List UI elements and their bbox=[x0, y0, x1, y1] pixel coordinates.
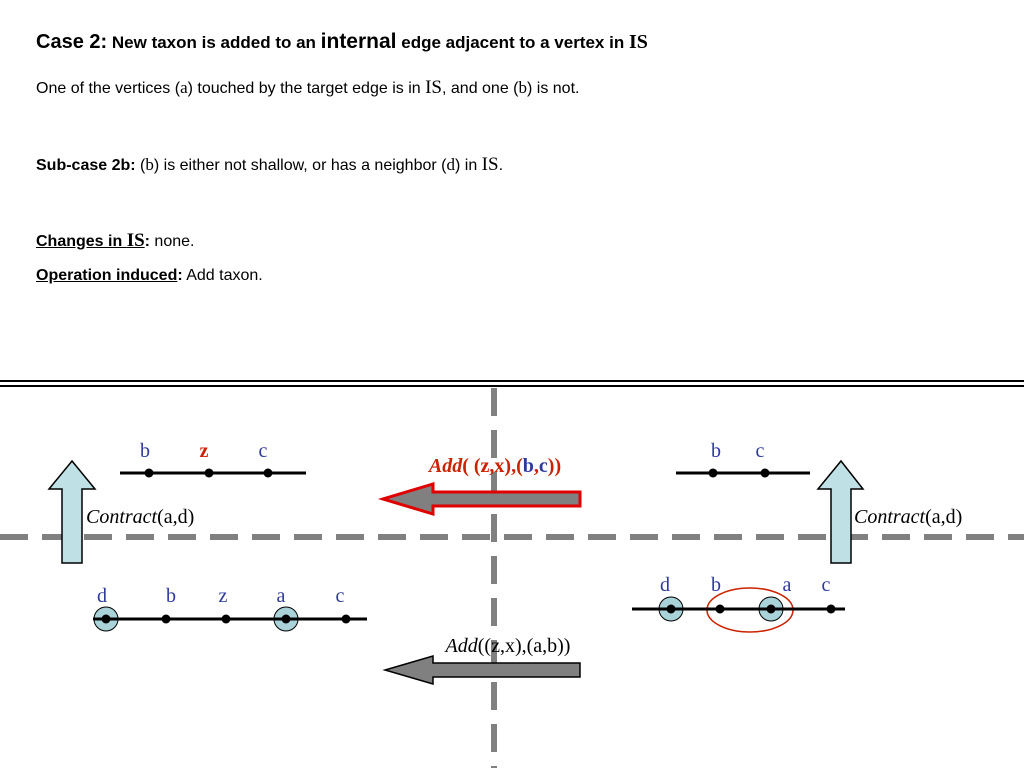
title-internal: internal bbox=[320, 30, 397, 53]
slide-title: Case 2: New taxon is added to an interna… bbox=[36, 30, 648, 54]
sentence-part4: ) is not. bbox=[527, 80, 580, 97]
top-left-label-c: c bbox=[259, 440, 268, 462]
changes-is: IS bbox=[126, 230, 145, 251]
sentence-is: IS bbox=[425, 77, 442, 98]
changes-line: Changes in IS: none. bbox=[36, 230, 194, 252]
top-left-vertex-b bbox=[144, 468, 154, 478]
contract-right-label: Contract(a,d) bbox=[854, 506, 962, 528]
add-top-comma: , bbox=[534, 455, 539, 477]
bottom-left-label-d: d bbox=[97, 585, 107, 607]
changes-value: none. bbox=[149, 233, 195, 250]
sentence-part2: ) touched by the target edge is in bbox=[187, 80, 426, 97]
bottom-left-tree: d b z a c bbox=[93, 585, 367, 632]
bottom-left-vertex-b bbox=[161, 614, 171, 624]
bottom-left-vertex-d bbox=[101, 614, 111, 624]
bottom-right-vertex-c bbox=[826, 604, 836, 614]
bottom-left-label-a: a bbox=[277, 585, 286, 607]
bottom-right-vertex-a bbox=[766, 604, 776, 614]
top-left-label-z: z bbox=[200, 440, 209, 462]
contract-left-label: Contract(a,d) bbox=[86, 506, 194, 528]
changes-colon: : bbox=[144, 233, 150, 250]
subcase-part2: ) is either not shallow, or has a neighb… bbox=[153, 157, 447, 174]
operation-label: Operation induced bbox=[36, 267, 178, 284]
contract-right-fn: Contract bbox=[854, 506, 926, 528]
bottom-right-vertex-b bbox=[715, 604, 725, 614]
add-top-c: c bbox=[539, 455, 548, 477]
top-right-label-c: c bbox=[756, 440, 765, 462]
bottom-left-vertex-c bbox=[341, 614, 351, 624]
bottom-right-label-d: d bbox=[660, 574, 670, 596]
add-top-close: )) bbox=[548, 455, 561, 477]
bottom-right-label-c: c bbox=[822, 574, 831, 596]
subcase-part1: ( bbox=[135, 157, 146, 174]
sentence-b: b bbox=[518, 78, 528, 97]
top-right-label-b: b bbox=[711, 440, 721, 462]
add-top-label: Add( (z,x),(b,c)) bbox=[427, 455, 561, 477]
add-bottom-args: ((z,x),(a,b)) bbox=[478, 635, 571, 657]
subcase-line: Sub-case 2b: (b) is either not shallow, … bbox=[36, 154, 503, 176]
contract-left-args: (a,d) bbox=[157, 506, 194, 528]
add-top-open: ( (z,x),( bbox=[462, 455, 523, 477]
top-left-tree: b z c bbox=[120, 440, 306, 478]
title-part1: New taxon is added to an bbox=[111, 33, 321, 52]
top-left-label-b: b bbox=[140, 440, 150, 462]
subcase-d: d bbox=[446, 155, 455, 174]
sentence-a: a bbox=[180, 78, 188, 97]
bottom-right-label-a: a bbox=[783, 574, 792, 596]
operation-colon: : bbox=[177, 267, 183, 284]
sentence-part3: , and one ( bbox=[442, 80, 519, 97]
description-sentence: One of the vertices (a) touched by the t… bbox=[36, 77, 579, 99]
bottom-right-label-b: b bbox=[711, 574, 721, 596]
sentence-part1: One of the vertices ( bbox=[36, 80, 181, 97]
slide-text: Case 2: New taxon is added to an interna… bbox=[0, 0, 1024, 380]
right-up-arrow bbox=[816, 459, 865, 564]
left-up-arrow bbox=[47, 459, 97, 564]
add-top-b: b bbox=[523, 455, 534, 477]
bottom-right-vertex-d bbox=[666, 604, 676, 614]
contract-left-fn: Contract bbox=[86, 506, 158, 528]
title-is: IS bbox=[628, 31, 648, 53]
subcase-label: Sub-case 2b: bbox=[36, 157, 136, 174]
top-right-vertex-b bbox=[708, 468, 718, 478]
add-bottom-label: Add((z,x),(a,b)) bbox=[444, 635, 571, 657]
top-left-vertex-c bbox=[263, 468, 273, 478]
contract-right-args: (a,d) bbox=[925, 506, 962, 528]
add-bottom-fn: Add bbox=[444, 635, 479, 657]
subcase-part4: . bbox=[498, 157, 504, 174]
bottom-left-vertex-a bbox=[281, 614, 291, 624]
add-top-left-arrow bbox=[377, 481, 582, 517]
title-part2: edge adjacent to a vertex in bbox=[396, 33, 629, 52]
top-left-vertex-z bbox=[204, 468, 214, 478]
subcase-is: IS bbox=[481, 154, 499, 175]
add-top-fn: Add bbox=[427, 455, 463, 477]
operation-line: Operation induced: Add taxon. bbox=[36, 267, 263, 285]
bottom-left-label-b: b bbox=[166, 585, 176, 607]
top-right-tree: b c bbox=[676, 440, 810, 478]
subcase-part3: ) in bbox=[454, 157, 482, 174]
bottom-right-tree: d b a c bbox=[632, 574, 845, 633]
bottom-left-label-c: c bbox=[336, 585, 345, 607]
bottom-left-vertex-z bbox=[221, 614, 231, 624]
add-bottom-left-arrow bbox=[382, 655, 581, 685]
title-case: Case 2: bbox=[36, 31, 108, 53]
changes-label-group: Changes in IS bbox=[36, 230, 145, 251]
bottom-left-label-z: z bbox=[219, 585, 228, 607]
changes-label: Changes in bbox=[36, 233, 127, 250]
subcase-b: b bbox=[145, 155, 154, 174]
operation-value: Add taxon. bbox=[182, 267, 263, 284]
top-right-vertex-c bbox=[760, 468, 770, 478]
